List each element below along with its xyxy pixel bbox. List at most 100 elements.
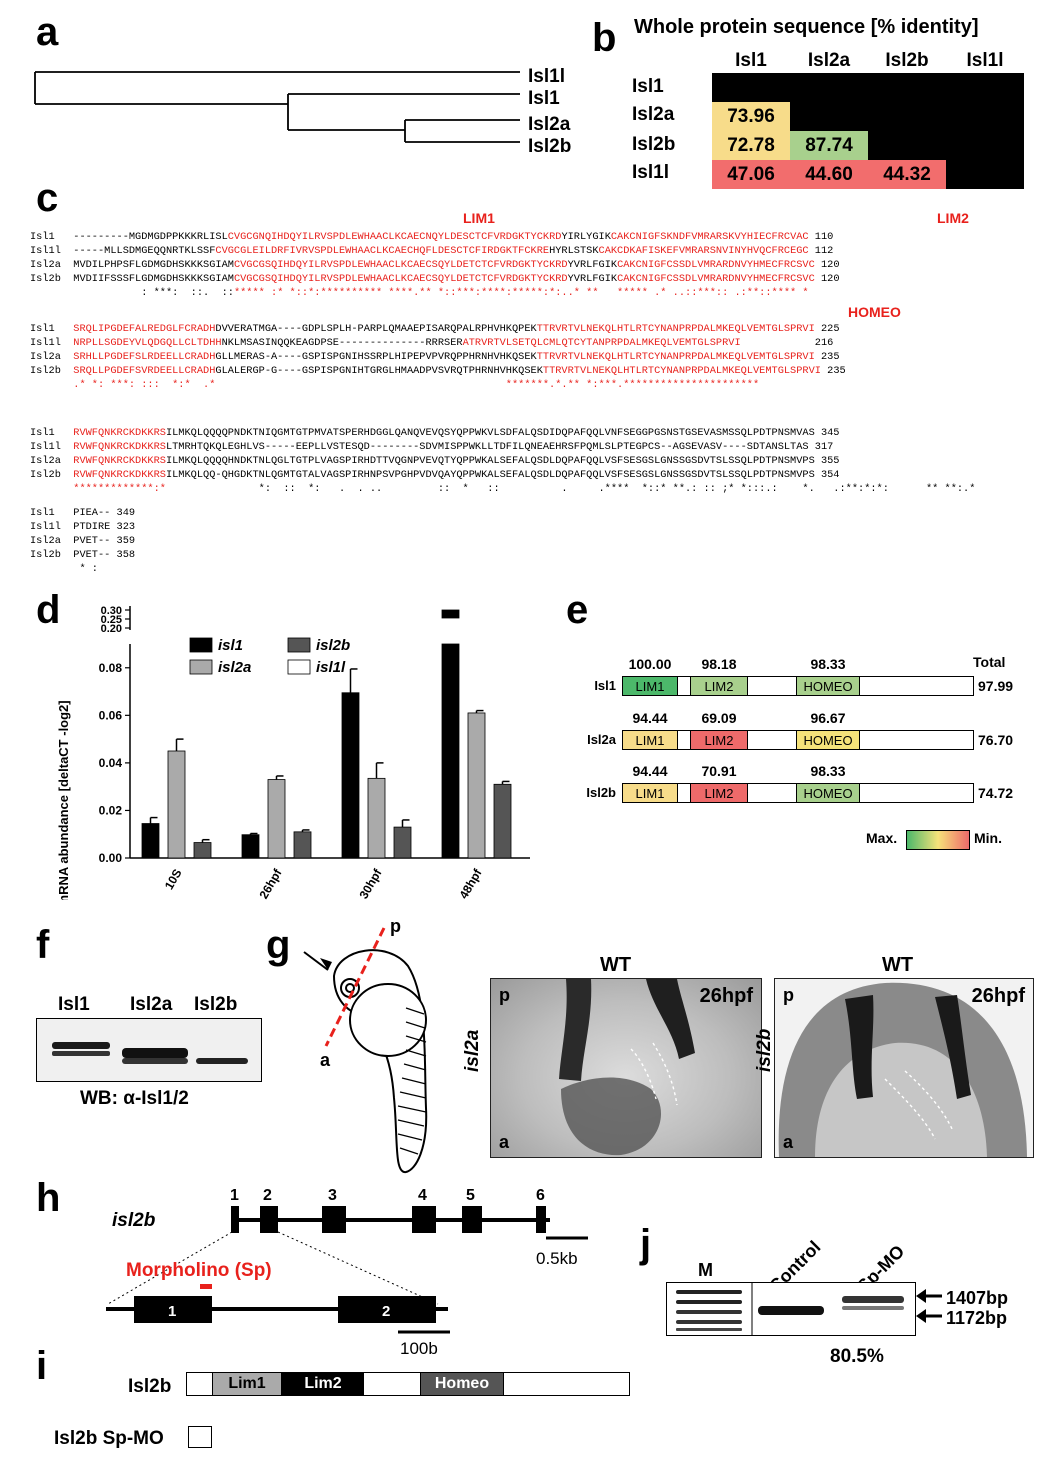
identity-cell: 44.60 — [790, 160, 868, 189]
y-tick-label: 0.00 — [99, 851, 123, 865]
exon-number: 1 — [230, 1187, 239, 1204]
conservation-line: : ***: ::. ::***** :* *::*:********** **… — [73, 287, 809, 299]
image-condition-label: WT — [600, 954, 632, 976]
zoom-exon-number: 1 — [168, 1303, 176, 1320]
domain-total-value: 97.99 — [978, 678, 1014, 694]
panel-label-j: j — [640, 1222, 652, 1266]
bar — [341, 692, 360, 859]
alignment-block: Isl1 ---------MGDMGDPPKKKRLISLCVGCGNQIHD… — [30, 230, 840, 300]
alignment-row: Isl2a PVET-- 359 — [30, 535, 136, 547]
isl2b-embryo-image: p 26hpf a — [774, 978, 1034, 1158]
alignment-row: Isl1 RVWFQNKRCKDKKRSILMKQLQQQQPNDKTNIQGM… — [30, 427, 840, 439]
bar — [267, 779, 286, 859]
gene-name: isl2b — [112, 1210, 156, 1231]
tree-leaf: Isl2a — [528, 114, 571, 135]
domain-box: LIM2 — [690, 783, 748, 803]
identity-table-title: Whole protein sequence [% identity] — [634, 16, 979, 38]
alignment-row: Isl2a MVDILPHPSFLGDMGDHSKKKSGIAMCVGCGSQI… — [30, 259, 840, 271]
legend-swatch — [287, 659, 311, 675]
wb-lane-label: Isl2b — [194, 994, 238, 1015]
panel-label-g: g — [266, 923, 291, 967]
mo-protein-name: Isl2b Sp-MO — [54, 1428, 164, 1449]
y-tick-label: 0.06 — [99, 708, 123, 722]
identity-cell: 44.32 — [868, 160, 946, 189]
panel-label-h: h — [36, 1176, 61, 1220]
isl2a-gene-label: isl2a — [462, 1029, 483, 1072]
isl2b-stage-label: 26hpf — [971, 985, 1025, 1007]
bar — [193, 842, 212, 859]
identity-col-header: Isl2a — [807, 50, 851, 71]
domain-identity-value: 94.44 — [632, 763, 668, 779]
phylogenetic-tree — [34, 71, 520, 143]
exon-number: 6 — [536, 1187, 545, 1204]
color-scale-bar — [906, 830, 970, 850]
panel-label-i: i — [36, 1344, 48, 1388]
alignment-row: Isl2b RVWFQNKRCKDKKRSILMKQLQQ-QHGDKTNLQG… — [30, 469, 840, 481]
alignment-row: Isl2b MVDIIFSSSFLGDMGDHSKKKSGIAMCVGCGSQI… — [30, 273, 840, 285]
bar — [141, 823, 160, 859]
domain-box: LIM2 — [690, 730, 748, 750]
bar-break-segment — [441, 609, 460, 619]
alignment-row: Isl1 ---------MGDMGDPPKKKRLISLCVGCGNQIHD… — [30, 231, 834, 243]
domain-box: HOMEO — [796, 783, 860, 803]
panel-label-e: e — [566, 588, 589, 632]
tree-leaf: Isl2b — [528, 136, 572, 157]
domain-title-lim1: LIM1 — [463, 210, 495, 226]
identity-cell: 47.06 — [712, 160, 790, 189]
panel-label-c: c — [36, 176, 59, 220]
identity-cell: 73.96 — [712, 102, 790, 131]
band-size-label: 1407bp — [946, 1288, 1009, 1308]
legend-label: isl2b — [316, 637, 350, 654]
isl2b-anterior-label: a — [783, 1132, 794, 1152]
conservation-line: *************:* *: :: *: . . .. :: * :: … — [73, 483, 976, 495]
identity-col-header: Isl1l — [966, 50, 1004, 71]
legend-label: isl1l — [316, 659, 346, 676]
domain-box: LIM2 — [690, 676, 748, 696]
domain-total-value: 76.70 — [978, 732, 1014, 748]
gel-lane-label: M — [698, 1260, 713, 1280]
legend-swatch — [189, 659, 213, 675]
domain-protein-name: Isl1 — [594, 678, 616, 693]
bar — [241, 834, 260, 859]
alignment-block: Isl1 SRQLIPGDEFALREDGLFCRADHDVVERATMGA--… — [30, 322, 846, 392]
domain-box: LIM1 — [622, 783, 678, 803]
bar — [493, 783, 512, 859]
domain-identity-value: 94.44 — [632, 710, 668, 726]
alignment-row: Isl1l RVWFQNKRCKDKKRSLTMRHTQKQLEGHLVS---… — [30, 441, 834, 453]
morpholino-label: Morpholino (Sp) — [126, 1260, 272, 1281]
domain-box: LIM1 — [622, 730, 678, 750]
domain-box: HOMEO — [796, 676, 860, 696]
legend-swatch — [189, 637, 213, 653]
image-condition-label: WT — [882, 954, 914, 976]
y-break-tick-label: 0.20 — [101, 623, 122, 635]
chart-ylabel: relative mRNA abundance [deltaCT -log2] — [56, 700, 71, 900]
domain-box: HOMEO — [796, 730, 860, 750]
legend-label: isl1 — [218, 637, 243, 654]
domain-protein-name: Isl2b — [586, 785, 616, 800]
isl2b-protein-bar — [186, 1372, 630, 1396]
isl2b-posterior-label: p — [783, 985, 794, 1005]
x-tick-label: 30hpf — [356, 866, 385, 900]
gel-image — [666, 1282, 916, 1336]
bar — [293, 831, 312, 859]
legend-label: isl2a — [218, 659, 251, 676]
knockdown-efficiency: 80.5% — [830, 1346, 884, 1367]
conservation-line: .* *: ***: ::: *:* .* *******.*.** *:***… — [73, 379, 760, 391]
schematic-posterior-label: p — [390, 918, 401, 936]
tree-leaf: Isl1l — [528, 66, 565, 87]
domain-identity-value: 98.33 — [810, 656, 846, 672]
panel-label-d: d — [36, 588, 61, 632]
identity-cell: 72.78 — [712, 131, 790, 160]
isl2a-stage-label: 26hpf — [699, 985, 753, 1007]
gene-structure-diagram: isl2b 1 2 3 4 5 6 0.5kb Morpholino (Sp) … — [106, 1187, 588, 1356]
total-label: Total — [973, 654, 1006, 670]
bar — [167, 750, 186, 859]
legend-swatch — [287, 637, 311, 653]
scale-bar-label: 0.5kb — [536, 1249, 578, 1268]
scale-bar-label: 100b — [400, 1339, 438, 1356]
identity-cell: 87.74 — [790, 131, 868, 160]
scale-max-label: Max. — [866, 830, 898, 846]
bar — [367, 777, 386, 859]
alignment-row: Isl2a SRHLLPGDEFSLRDEELLCRADHGLLMERAS-A-… — [30, 351, 840, 363]
domain-identity-value: 70.91 — [701, 763, 737, 779]
